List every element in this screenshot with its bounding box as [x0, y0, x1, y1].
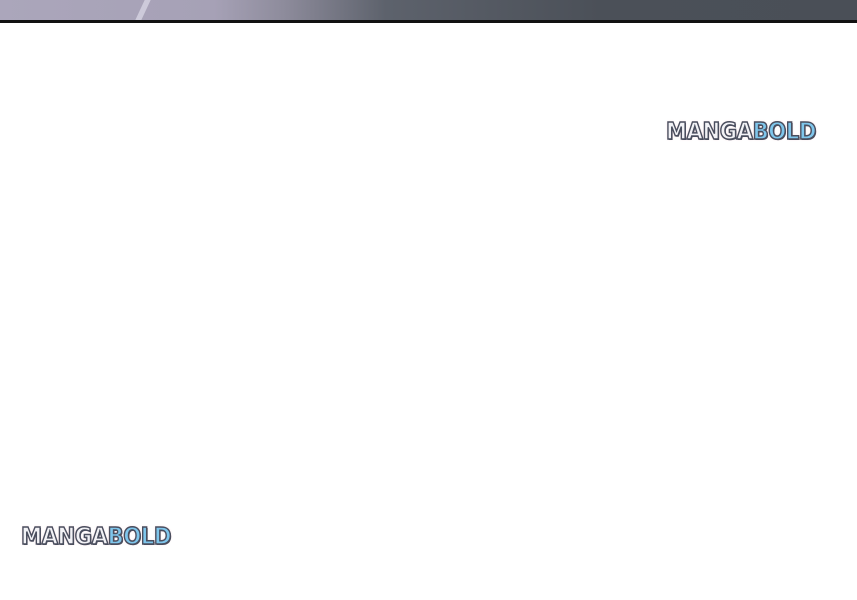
watermark-logo: MANGABOLD — [665, 118, 817, 146]
previous-panel-edge — [0, 0, 857, 20]
watermark-text-manga: MANGA — [20, 523, 108, 551]
watermark-logo: MANGABOLD — [20, 523, 172, 551]
watermark-text-bold: BOLD — [752, 118, 817, 146]
watermark-text-bold: BOLD — [107, 523, 172, 551]
panel-light-streak — [135, 0, 151, 20]
panel-border — [0, 20, 857, 23]
watermark-text-manga: MANGA — [665, 118, 753, 146]
